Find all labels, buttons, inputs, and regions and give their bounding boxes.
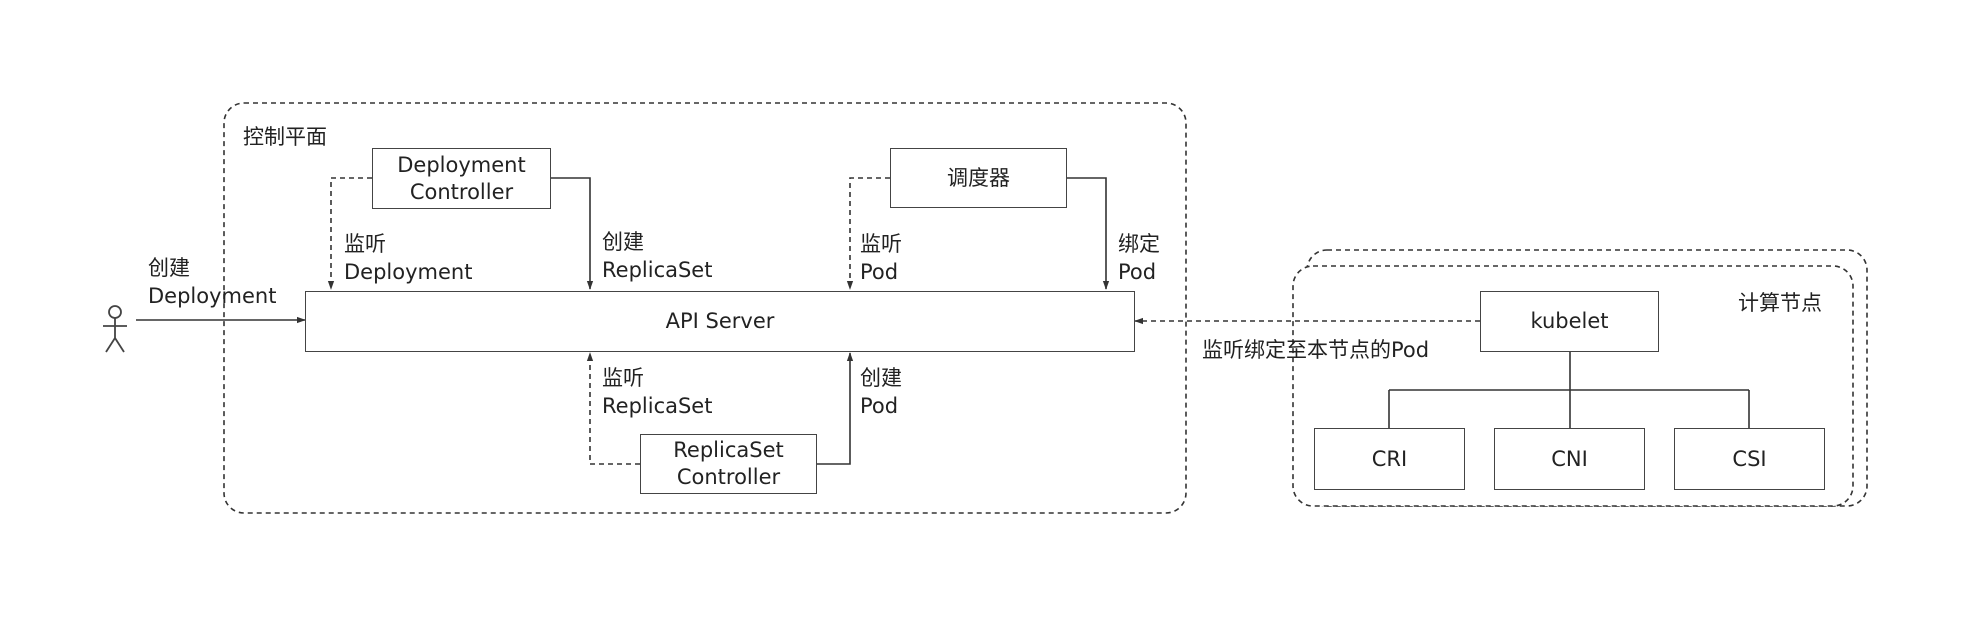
control-plane-region	[223, 102, 1187, 514]
rsc-watch-label: 监听 ReplicaSet	[602, 364, 712, 420]
scheduler-box[interactable]: 调度器	[890, 148, 1067, 208]
dc-create-arrow	[551, 177, 594, 290]
user-icon	[103, 305, 127, 353]
dc-watch-label: 监听 Deployment	[344, 230, 472, 286]
cni-box[interactable]: CNI	[1494, 428, 1645, 490]
cni-label: CNI	[1551, 446, 1588, 471]
rsc-create-label-line1: 创建	[860, 366, 902, 390]
kubelet-watch-label: 监听绑定至本节点的Pod	[1202, 338, 1430, 362]
dc-create-label: 创建 ReplicaSet	[602, 228, 712, 284]
kubelet-label: kubelet	[1530, 309, 1609, 333]
cri-label: CRI	[1371, 446, 1408, 471]
dc-watch-label-line1: 监听	[344, 232, 386, 256]
replicaset-controller-box[interactable]: ReplicaSet Controller	[640, 434, 817, 494]
deployment-controller-box[interactable]: Deployment Controller	[372, 148, 551, 209]
sched-watch-label: 监听 Pod	[860, 230, 902, 286]
rsc-create-label: 创建 Pod	[860, 364, 902, 420]
csi-label: CSI	[1732, 446, 1767, 471]
rsc-watch-arrow	[586, 352, 640, 465]
dc-create-label-line1: 创建	[602, 230, 644, 254]
csi-box[interactable]: CSI	[1674, 428, 1825, 490]
sched-watch-label-line2: Pod	[860, 260, 899, 284]
sched-bind-label: 绑定 Pod	[1118, 230, 1160, 286]
dc-create-label-line2: ReplicaSet	[602, 258, 713, 282]
replicaset-controller-line2: Controller	[676, 465, 781, 489]
api-server-box[interactable]: API Server	[305, 291, 1135, 352]
compute-node-title: 计算节点	[1738, 291, 1822, 315]
rsc-create-label-line2: Pod	[860, 394, 899, 418]
sched-bind-arrow	[1067, 177, 1110, 290]
plugin-connectors	[1388, 352, 1750, 428]
kubelet-box[interactable]: kubelet	[1480, 291, 1659, 352]
cri-box[interactable]: CRI	[1314, 428, 1465, 490]
rsc-create-arrow	[817, 352, 854, 465]
scheduler-label: 调度器	[947, 165, 1010, 190]
user-create-label: 创建 Deployment	[148, 254, 276, 310]
sched-bind-label-line1: 绑定	[1118, 232, 1160, 256]
rsc-watch-label-line2: ReplicaSet	[602, 394, 713, 418]
sched-bind-label-line2: Pod	[1118, 260, 1157, 284]
dc-watch-label-line2: Deployment	[344, 260, 473, 284]
api-server-label: API Server	[665, 309, 775, 333]
control-plane-title: 控制平面	[243, 125, 327, 149]
replicaset-controller-line1: ReplicaSet	[673, 438, 784, 462]
sched-watch-arrow	[846, 177, 890, 290]
dc-watch-arrow	[327, 177, 372, 290]
user-create-label-line1: 创建	[148, 256, 190, 280]
deployment-controller-line1: Deployment	[397, 152, 526, 177]
rsc-watch-label-line1: 监听	[602, 366, 644, 390]
sched-watch-label-line1: 监听	[860, 232, 902, 256]
compute-node-region-back	[1306, 249, 1868, 507]
deployment-controller-line2: Controller	[409, 179, 514, 204]
user-create-label-line2: Deployment	[148, 284, 277, 308]
